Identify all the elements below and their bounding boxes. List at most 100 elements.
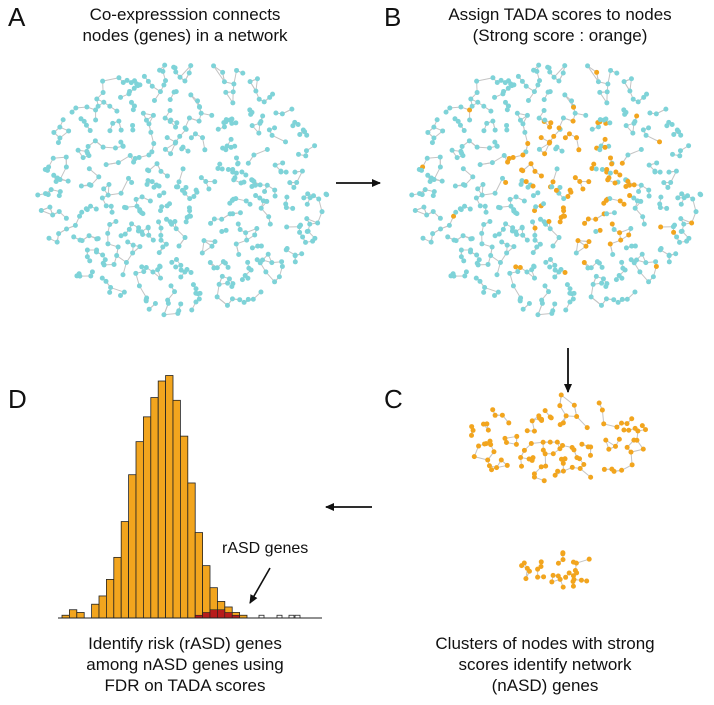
gene-node (143, 265, 149, 271)
gene-node (534, 244, 540, 250)
gene-node (569, 98, 575, 104)
caption-b-line-1: Assign TADA scores to nodes (448, 5, 672, 24)
gene-node (482, 203, 488, 209)
gene-node (255, 243, 261, 249)
strong-score-node (557, 446, 563, 452)
gene-node (460, 233, 466, 239)
gene-node (541, 219, 547, 225)
gene-node (235, 161, 241, 167)
gene-node (56, 209, 62, 215)
gene-node (462, 273, 468, 279)
gene-node (211, 63, 217, 69)
gene-node (627, 88, 633, 94)
gene-node (118, 94, 124, 100)
gene-node (84, 247, 90, 253)
gene-node (93, 107, 99, 113)
gene-node (65, 178, 71, 184)
strong-score-node (517, 265, 523, 271)
gene-node (178, 274, 184, 280)
strong-score-node (593, 216, 599, 222)
strong-score-node (627, 193, 633, 199)
gene-node (174, 120, 180, 126)
strong-score-node (535, 566, 541, 572)
gene-node (443, 109, 449, 115)
gene-node (480, 181, 486, 187)
gene-node (228, 144, 234, 150)
strong-score-node (631, 182, 637, 188)
gene-node (481, 128, 487, 134)
gene-node (151, 141, 157, 147)
gene-node (440, 128, 446, 134)
gene-node (492, 233, 498, 239)
strong-score-node (586, 179, 592, 185)
gene-node (229, 197, 235, 203)
gene-node (183, 184, 189, 190)
strong-score-node (558, 392, 564, 398)
gene-node (621, 79, 627, 85)
gene-node (251, 178, 257, 184)
gene-node (256, 96, 262, 102)
gene-node (519, 224, 525, 230)
gene-node (630, 96, 636, 102)
gene-node (488, 108, 494, 114)
gene-node (167, 97, 173, 103)
gene-node (497, 205, 503, 211)
gene-node (139, 194, 145, 200)
gene-node (541, 108, 547, 114)
gene-node (505, 85, 511, 91)
network-edge (553, 65, 566, 78)
gene-node (83, 122, 89, 128)
gene-node (666, 169, 672, 175)
gene-node (658, 194, 664, 200)
strong-score-node (520, 152, 526, 158)
gene-node (219, 166, 225, 172)
gene-node (560, 70, 566, 76)
strong-score-node (639, 423, 645, 429)
gene-node (647, 110, 653, 116)
gene-node (646, 125, 652, 131)
strong-score-node (588, 474, 594, 480)
strong-score-node (586, 556, 592, 562)
gene-node (598, 302, 604, 308)
gene-node (199, 250, 205, 256)
strong-score-node (528, 440, 534, 446)
gene-node (156, 193, 162, 199)
gene-node (223, 89, 229, 95)
gene-node (236, 252, 242, 258)
gene-node (290, 205, 296, 211)
gene-node (303, 239, 309, 245)
gene-node (165, 300, 171, 306)
gene-node (185, 148, 191, 154)
gene-node (257, 260, 263, 266)
gene-node (141, 269, 147, 275)
gene-node (136, 283, 142, 289)
gene-node (57, 135, 63, 141)
gene-node (537, 78, 543, 84)
gene-node (276, 274, 282, 280)
gene-node (143, 117, 149, 123)
gene-node (623, 109, 629, 115)
gene-node (467, 117, 473, 123)
gene-node (45, 167, 51, 173)
gene-node (503, 221, 509, 227)
gene-node (85, 143, 91, 149)
gene-node (681, 221, 687, 227)
gene-node (168, 151, 174, 157)
gene-node (149, 83, 155, 89)
strong-score-node (594, 69, 600, 75)
strong-score-node (538, 563, 544, 569)
strong-score-node (540, 439, 546, 445)
caption-b-line-2: (Strong score : orange) (472, 26, 648, 45)
gene-node (556, 235, 562, 241)
strong-score-node (574, 135, 580, 141)
gene-node (38, 207, 44, 213)
gene-node (158, 275, 164, 281)
gene-node (518, 181, 524, 187)
gene-node (597, 147, 603, 153)
gene-node (481, 221, 487, 227)
gene-node (535, 82, 541, 88)
gene-node (100, 252, 106, 258)
gene-node (518, 295, 524, 301)
gene-node (253, 193, 259, 199)
